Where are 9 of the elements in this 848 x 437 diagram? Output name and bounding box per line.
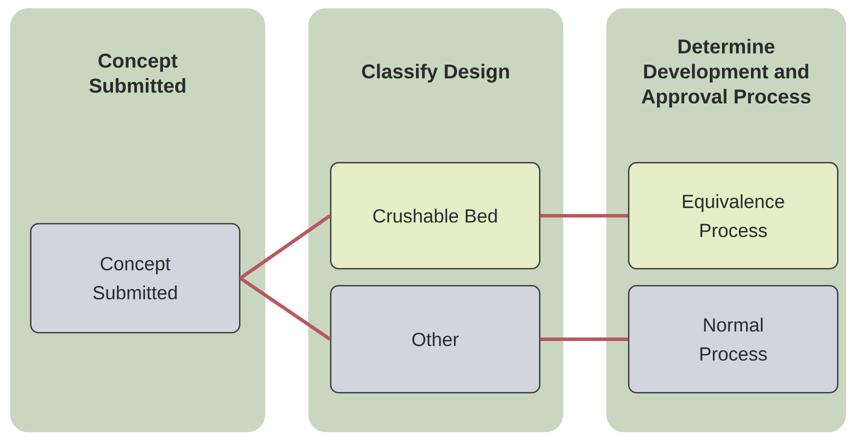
connector-line (239, 276, 331, 341)
process-box: Concept Submitted (30, 223, 240, 334)
connector-line (540, 214, 628, 218)
process-box: Equivalence Process (628, 162, 838, 270)
process-box: Other (330, 285, 540, 394)
process-box: Normal Process (628, 285, 838, 394)
process-box: Crushable Bed (330, 162, 540, 270)
connector-line (239, 214, 331, 280)
connector-line (540, 337, 628, 341)
